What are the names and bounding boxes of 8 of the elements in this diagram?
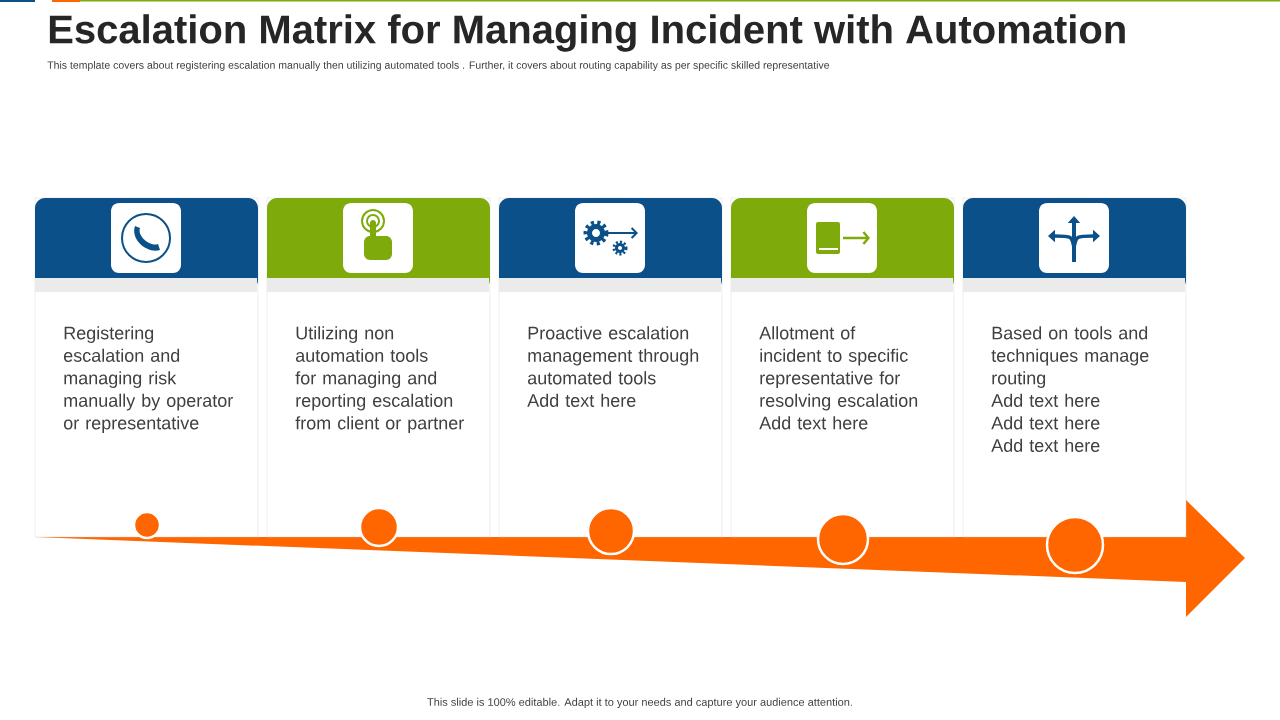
subtitle: This template covers about registering escalation manually then utilizing automated tools . Further, it covers about routing capability as per specific skilled representative: [47, 61, 830, 71]
step-card: Based on tools and techniques manage routing Add text here Add text here Add text here: [962, 197, 1187, 538]
title: Escalation Matrix for Managing Incident with Automation: [49, 14, 1125, 52]
step-card: Proactive escalation management through automated tools Add text here: [498, 197, 723, 538]
step-card: Allotment of incident to specific representative for resolving escalation Add text here: [730, 197, 955, 538]
footer-note: This slide is 100% editable. Adapt it to your needs and capture your audience attention.: [427, 697, 852, 709]
step-card: Utilizing non automation tools for managing and reporting escalation from client or partner: [266, 197, 491, 538]
step-card: Registering escalation and managing risk manually by operator or representative: [34, 197, 259, 538]
